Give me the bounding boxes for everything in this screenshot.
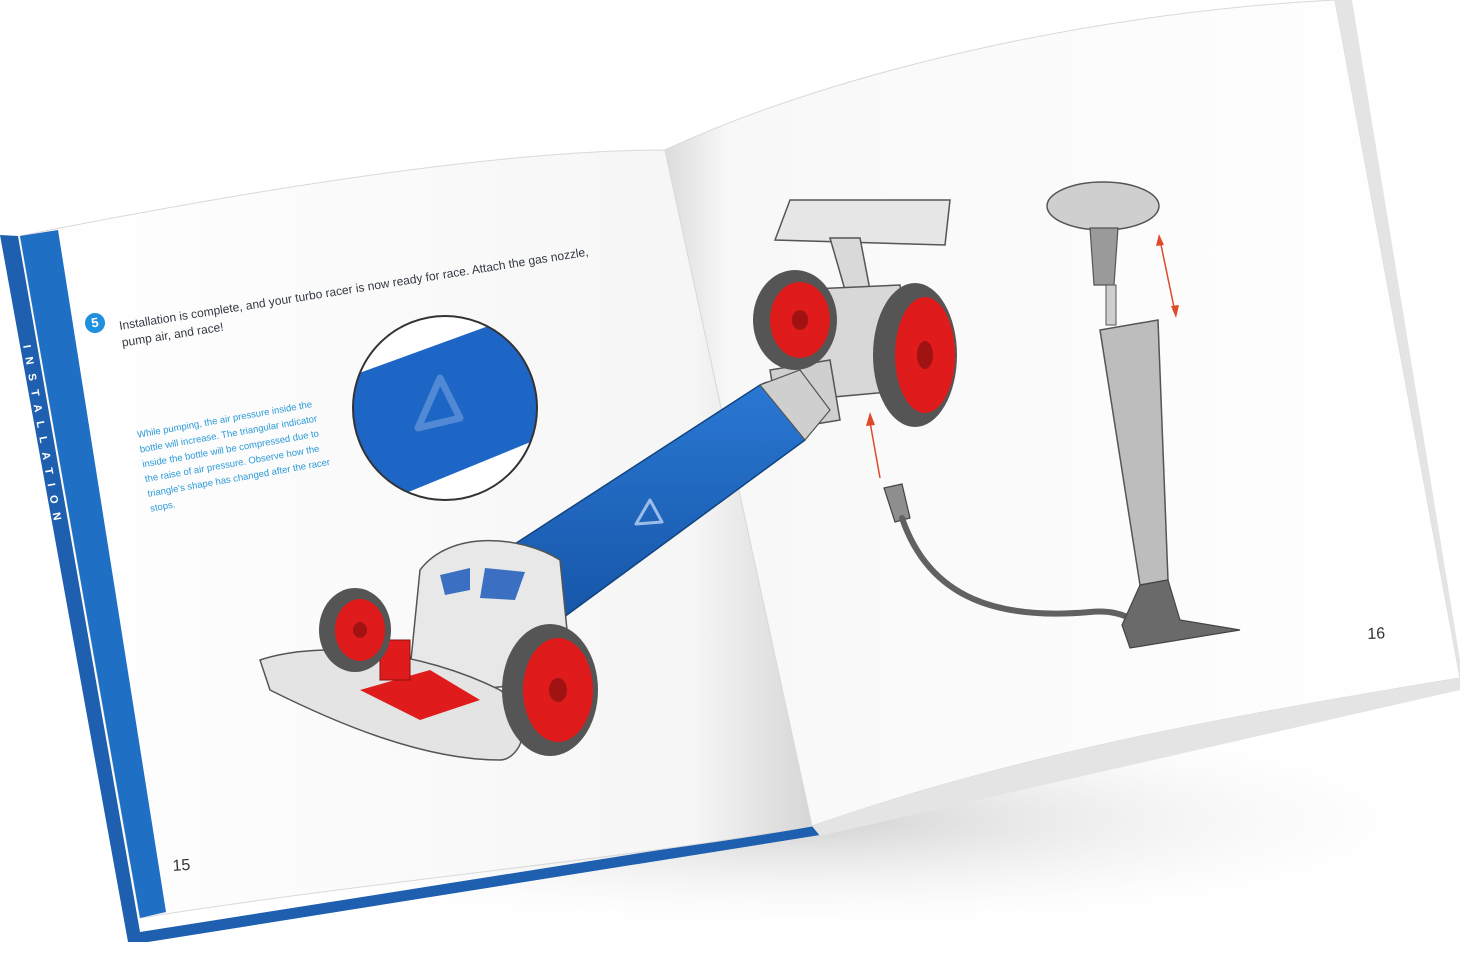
front-right-wheel — [502, 624, 598, 756]
front-left-wheel — [319, 588, 391, 672]
magnifier-circle — [352, 315, 538, 501]
left-page-stripe — [20, 230, 166, 918]
triangle-indicator-icon — [414, 374, 464, 432]
air-pump — [1046, 181, 1241, 649]
air-bottle — [488, 369, 831, 621]
page-number-left: 15 — [172, 856, 191, 875]
insert-arrow-icon — [866, 412, 881, 479]
rear-left-wheel — [753, 270, 837, 370]
page-number-right: 16 — [1367, 625, 1386, 643]
triangle-indicator-icon — [634, 498, 664, 526]
up-down-arrow-icon — [1156, 234, 1179, 318]
rear-right-wheel — [873, 283, 957, 427]
